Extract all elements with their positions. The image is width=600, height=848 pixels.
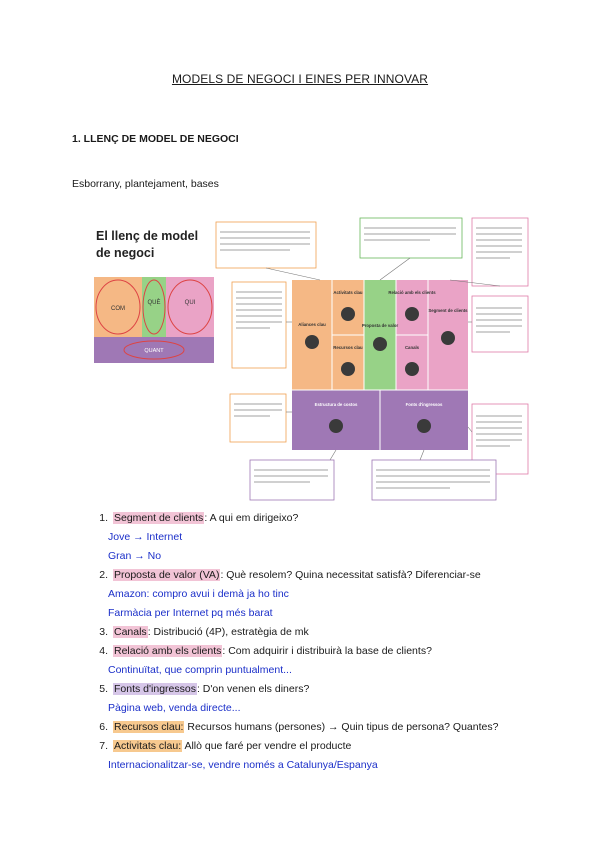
- block-channels: Canals: [405, 345, 420, 350]
- list-subitem: Jove → Internet: [108, 531, 183, 543]
- business-model-canvas-figure: El llenç de model de negoci COM QUÈ QUI …: [94, 217, 529, 501]
- list-subitem: Pàgina web, venda directe...: [108, 702, 241, 714]
- money-icon: [417, 419, 431, 433]
- list-subitem: Amazon: compro avui i demà ja ho tinc: [108, 588, 289, 600]
- mini-label-qui: QUI: [185, 300, 196, 306]
- mini-label-com: COM: [111, 306, 125, 312]
- block-key-partners: Aliances clau: [298, 322, 326, 327]
- handshake-icon: [305, 335, 319, 349]
- tag-icon: [329, 419, 343, 433]
- list-item: 6.Recursos clau: Recursos humans (person…: [99, 721, 499, 733]
- figure-heading-line1: El llenç de model: [96, 229, 198, 243]
- box-icon: [341, 362, 355, 376]
- list-item: 7.Activitats clau: Allò que faré per ven…: [99, 740, 352, 752]
- block-value-proposition: Proposta de valor: [362, 323, 399, 328]
- list-subitem: Farmàcia per Internet pq més barat: [108, 607, 273, 619]
- target-icon: [441, 331, 455, 345]
- section-heading: 1. LLENÇ DE MODEL DE NEGOCI: [72, 133, 239, 145]
- list-item: 1.Segment de clients: A qui em dirigeixo…: [99, 512, 299, 524]
- list-subitem: Continuïtat, que comprin puntualment...: [108, 664, 292, 676]
- document-title: MODELS DE NEGOCI I EINES PER INNOVAR: [171, 72, 429, 86]
- list-item: 3.Canals: Distribució (4P), estratègia d…: [99, 626, 309, 638]
- block-customer-segments: Segment de clients: [428, 308, 468, 313]
- people-icon: [405, 307, 419, 321]
- mini-label-que: QUÈ: [147, 299, 160, 306]
- figure-heading-line2: de negoci: [96, 246, 154, 260]
- list-item: 5.Fonts d'ingressos: D'on venen els dine…: [99, 683, 310, 695]
- gift-icon: [373, 337, 387, 351]
- mini-label-quant: QUANT: [144, 348, 164, 354]
- main-canvas: Aliances clau Activitats clau Recursos c…: [292, 280, 468, 450]
- list-subitem: Gran → No: [108, 550, 162, 562]
- block-key-resources: Recursos clau: [333, 345, 363, 350]
- annotation-notes: [215, 217, 529, 501]
- list-item: 4.Relació amb els clients: Com adquirir …: [99, 645, 432, 657]
- list-item: 2.Proposta de valor (VA): Què resolem? Q…: [99, 569, 481, 581]
- section-subtitle: Esborrany, plantejament, bases: [72, 178, 219, 190]
- block-customer-relationships: Relació amb els clients: [388, 290, 436, 295]
- block-revenue-streams: Fonts d'ingressos: [406, 402, 443, 407]
- annotation-connectors: [265, 257, 501, 461]
- gear-icon: [341, 307, 355, 321]
- annotation-note-text: [220, 227, 522, 489]
- list-subitem: Internacionalitzar-se, vendre només a Ca…: [108, 759, 378, 771]
- block-key-activities: Activitats clau: [333, 290, 363, 295]
- block-cost-structure: Estructura de costos: [315, 402, 358, 407]
- truck-icon: [405, 362, 419, 376]
- mini-canvas: COM QUÈ QUI QUANT: [94, 277, 214, 363]
